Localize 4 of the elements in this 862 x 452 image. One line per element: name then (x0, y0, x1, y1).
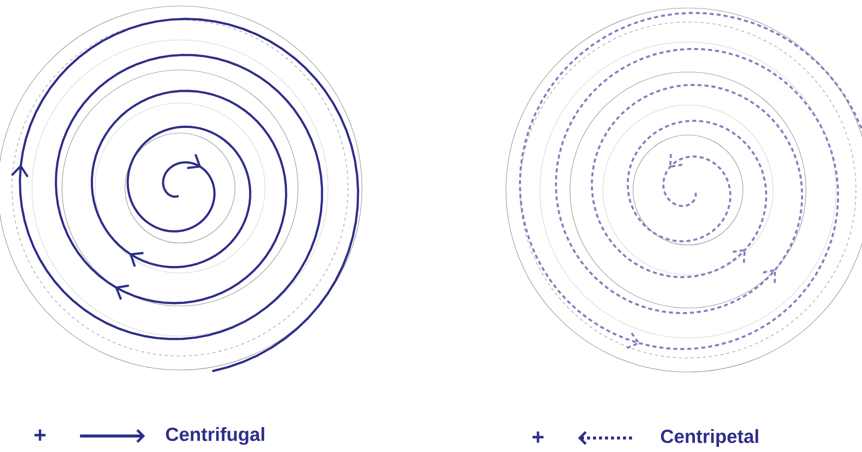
legend-text: Centripetal (660, 429, 758, 447)
legend-text: Centrifugal (166, 427, 264, 445)
plus-sign: + (532, 432, 544, 443)
plus-sign: + (34, 430, 46, 441)
